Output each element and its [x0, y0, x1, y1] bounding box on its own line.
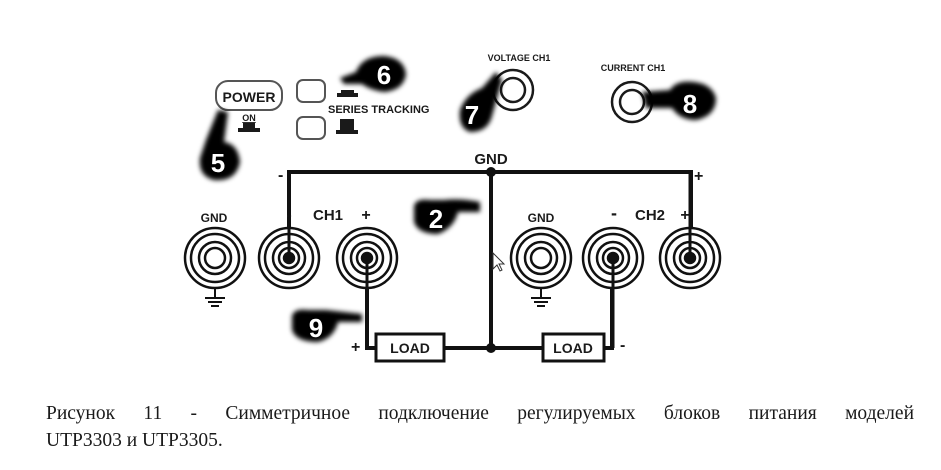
power-label: POWER — [223, 89, 276, 105]
power-on-symbol — [238, 123, 260, 132]
svg-text:2: 2 — [429, 204, 443, 234]
ground-symbol-ch2 — [531, 288, 551, 307]
load-1: LOAD — [374, 332, 446, 363]
wiring-diagram: POWER ON SERIES TRACKING VOLTAGE CH1 CUR… — [183, 53, 722, 363]
svg-text:8: 8 — [683, 89, 697, 119]
ch2-gnd-terminal — [509, 226, 573, 290]
load-2-sign: - — [620, 337, 625, 354]
callout-7: 7 — [459, 72, 502, 132]
voltage-ch1-label: VOLTAGE CH1 — [488, 53, 551, 63]
pressed-symbol — [336, 119, 358, 134]
mouse-cursor-icon — [492, 251, 506, 272]
ch1-plus-sign: + — [361, 207, 370, 224]
gnd-node-top — [486, 167, 496, 177]
callout-6: 6 — [340, 56, 406, 92]
common-gnd-label: GND — [474, 151, 508, 168]
ch1-gnd-terminal — [183, 226, 247, 290]
svg-text:6: 6 — [377, 60, 391, 90]
voltage-ch1-knob — [491, 68, 535, 112]
callout-2: 2 — [414, 199, 480, 234]
load-2: LOAD — [541, 332, 606, 363]
load-1-label: LOAD — [390, 340, 430, 356]
caption-line-1: Рисунок 11 - Симметричное подключение ре… — [46, 403, 914, 424]
ch2-gnd-label: GND — [528, 211, 555, 225]
top-right-sign: + — [694, 168, 703, 185]
ch1-label: CH1 — [313, 207, 343, 224]
svg-text:9: 9 — [309, 313, 323, 343]
callout-5: 5 — [199, 110, 240, 181]
caption-line-2: UTP3303 и UTP3305. — [46, 430, 223, 451]
power-on-label: ON — [242, 113, 256, 123]
series-button-bottom — [296, 116, 326, 140]
ch2-minus-sign: - — [611, 203, 617, 223]
load-2-label: LOAD — [553, 340, 593, 356]
svg-text:7: 7 — [465, 100, 479, 130]
load-1-sign: + — [351, 339, 360, 356]
current-ch1-label: CURRENT CH1 — [601, 63, 666, 73]
ch2-label: CH2 — [635, 207, 665, 224]
power-button: POWER — [215, 80, 283, 111]
series-tracking-label: SERIES TRACKING — [328, 104, 429, 116]
ground-symbol-ch1 — [205, 288, 225, 307]
top-left-sign: - — [278, 167, 283, 184]
ch1-gnd-label: GND — [201, 211, 228, 225]
callout-8: 8 — [642, 81, 716, 120]
ch2-plus-sign: + — [680, 207, 689, 224]
callout-9: 9 — [292, 309, 362, 343]
figure-caption: Рисунок 11 - Симметричное подключение ре… — [46, 400, 914, 454]
series-button-top — [296, 79, 326, 103]
gnd-node-bottom — [486, 343, 496, 353]
released-symbol — [337, 90, 358, 97]
svg-text:5: 5 — [211, 148, 225, 178]
